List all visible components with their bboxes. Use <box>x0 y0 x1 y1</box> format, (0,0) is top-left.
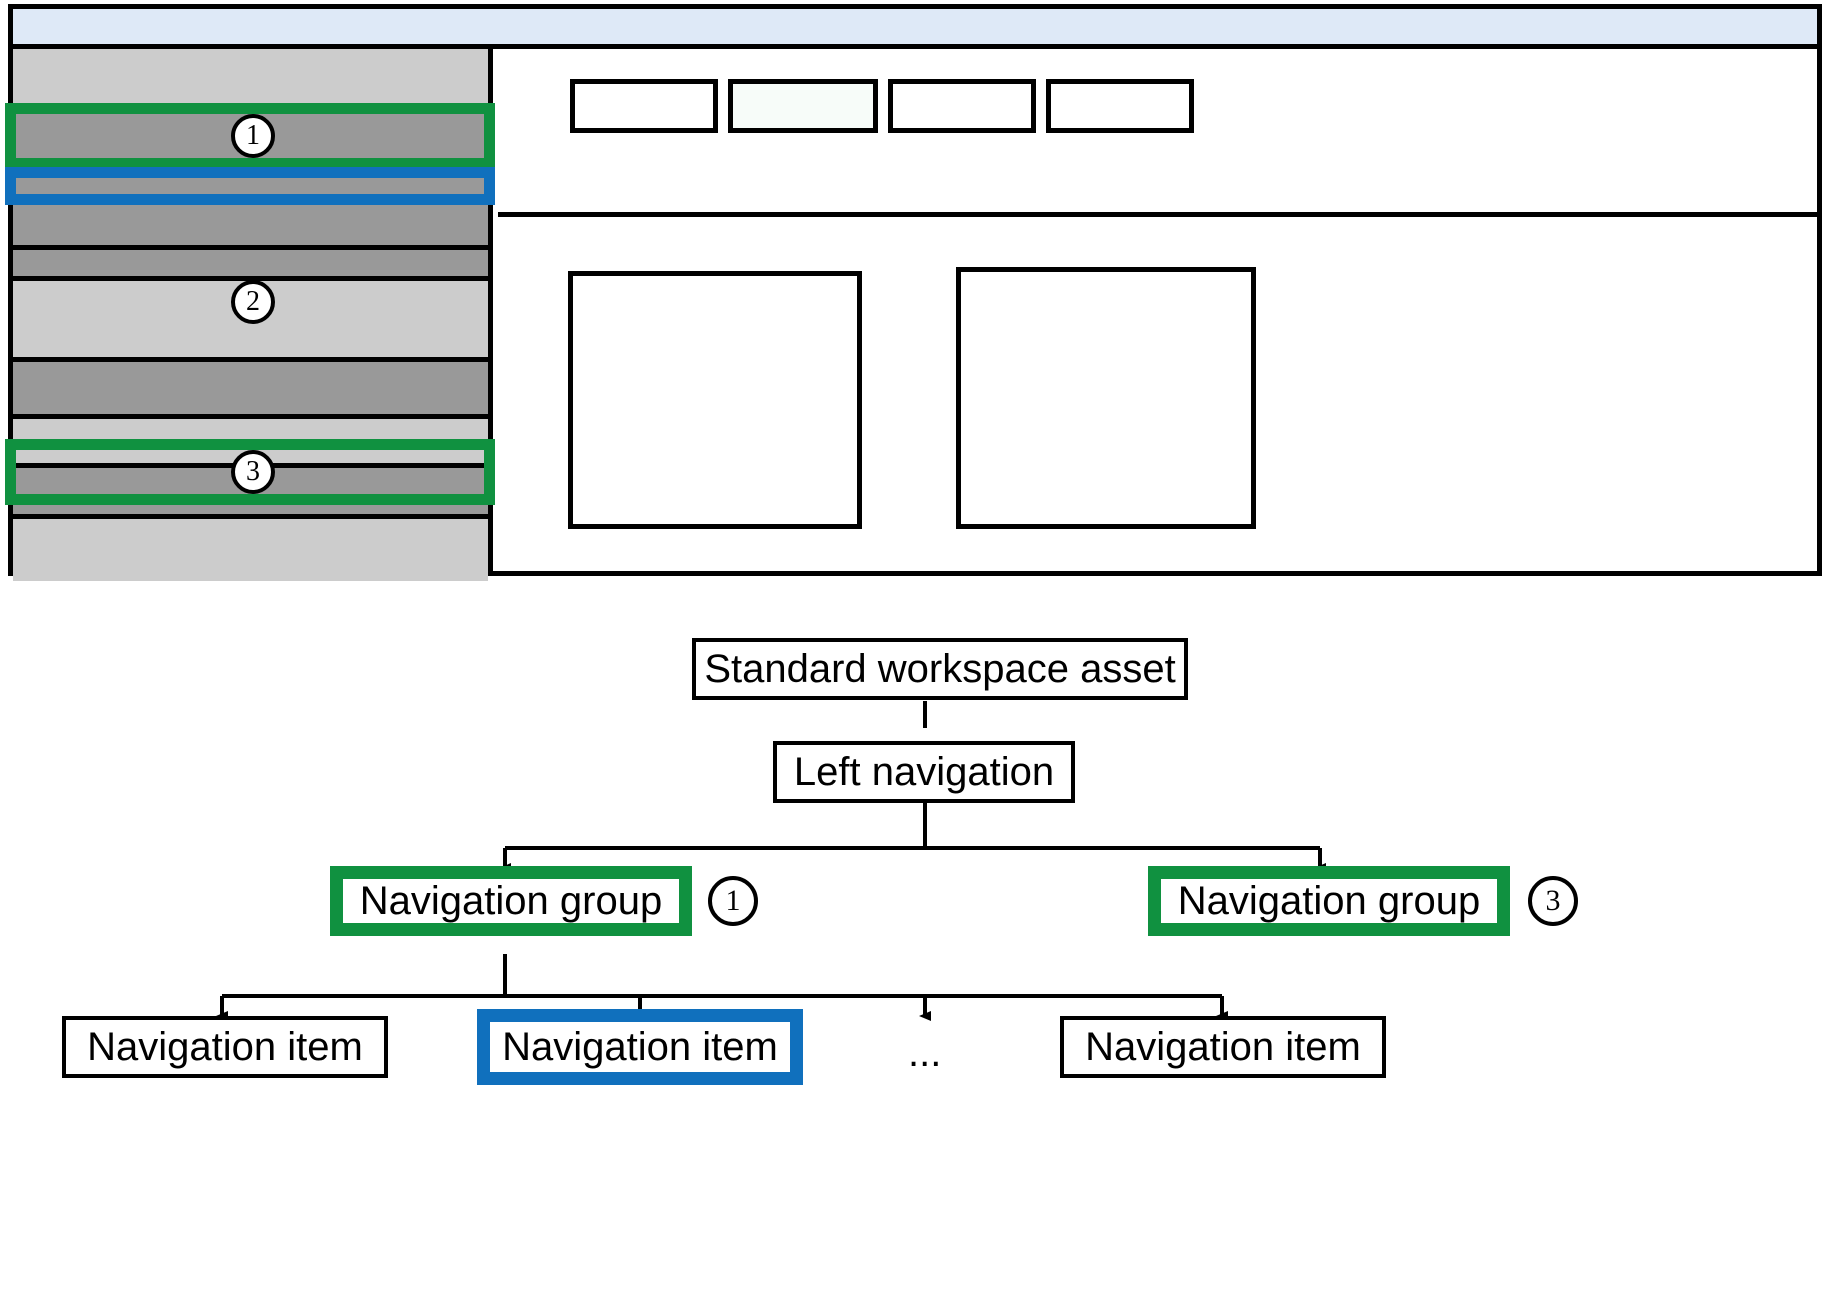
toolbar-region <box>498 49 1817 217</box>
tree-node-navigation-item-2-label: Navigation item <box>502 1024 778 1069</box>
toolbar-card-3[interactable] <box>888 79 1036 133</box>
toolbar-card-1[interactable] <box>570 79 718 133</box>
toolbar-card-2-active[interactable] <box>728 79 878 133</box>
tree-node-navigation-group-1-label: Navigation group <box>359 878 663 923</box>
tree-badge-1: 1 <box>708 876 758 926</box>
tree-node-navigation-item-1: Navigation item <box>62 1016 388 1078</box>
tree-node-navigation-item-3-label: Navigation item <box>1085 1024 1361 1069</box>
nav-item-row-2-selected[interactable] <box>13 195 488 225</box>
content-area <box>498 49 1817 571</box>
nav-item-row-3[interactable] <box>13 225 488 245</box>
tree-node-root: Standard workspace asset <box>692 638 1188 700</box>
tree-node-left-navigation: Left navigation <box>773 741 1075 803</box>
tree-node-root-label: Standard workspace asset <box>704 646 1176 691</box>
callout-badge-3: 3 <box>231 450 275 494</box>
navigation-hierarchy-diagram: Standard workspace asset Left navigation… <box>0 576 1830 1291</box>
application-header-bar <box>13 9 1817 49</box>
callout-badge-2: 2 <box>231 280 275 324</box>
tree-node-navigation-item-2-selected: Navigation item <box>477 1009 803 1085</box>
nav-group-row-2[interactable] <box>13 245 488 281</box>
toolbar-card-4[interactable] <box>1046 79 1194 133</box>
callout-badge-1: 1 <box>231 114 275 158</box>
tree-node-navigation-item-3: Navigation item <box>1060 1016 1386 1078</box>
nav-item-row-1[interactable] <box>13 170 488 195</box>
tree-node-ellipsis: ... <box>908 1031 942 1075</box>
nav-filler <box>13 49 488 109</box>
nav-filler <box>13 524 488 581</box>
tree-node-navigation-item-1-label: Navigation item <box>87 1024 363 1069</box>
content-card-1[interactable] <box>568 271 862 529</box>
tree-node-navigation-group-3: Navigation group <box>1148 866 1510 936</box>
tree-badge-3: 3 <box>1528 876 1578 926</box>
nav-group-row-3[interactable] <box>13 357 488 419</box>
tree-node-navigation-group-3-label: Navigation group <box>1177 878 1481 923</box>
tree-node-navigation-group-1: Navigation group <box>330 866 692 936</box>
content-card-2[interactable] <box>956 267 1256 529</box>
workspace-wireframe: 1 3 2 <box>5 4 1822 581</box>
tree-node-left-navigation-label: Left navigation <box>793 749 1055 794</box>
